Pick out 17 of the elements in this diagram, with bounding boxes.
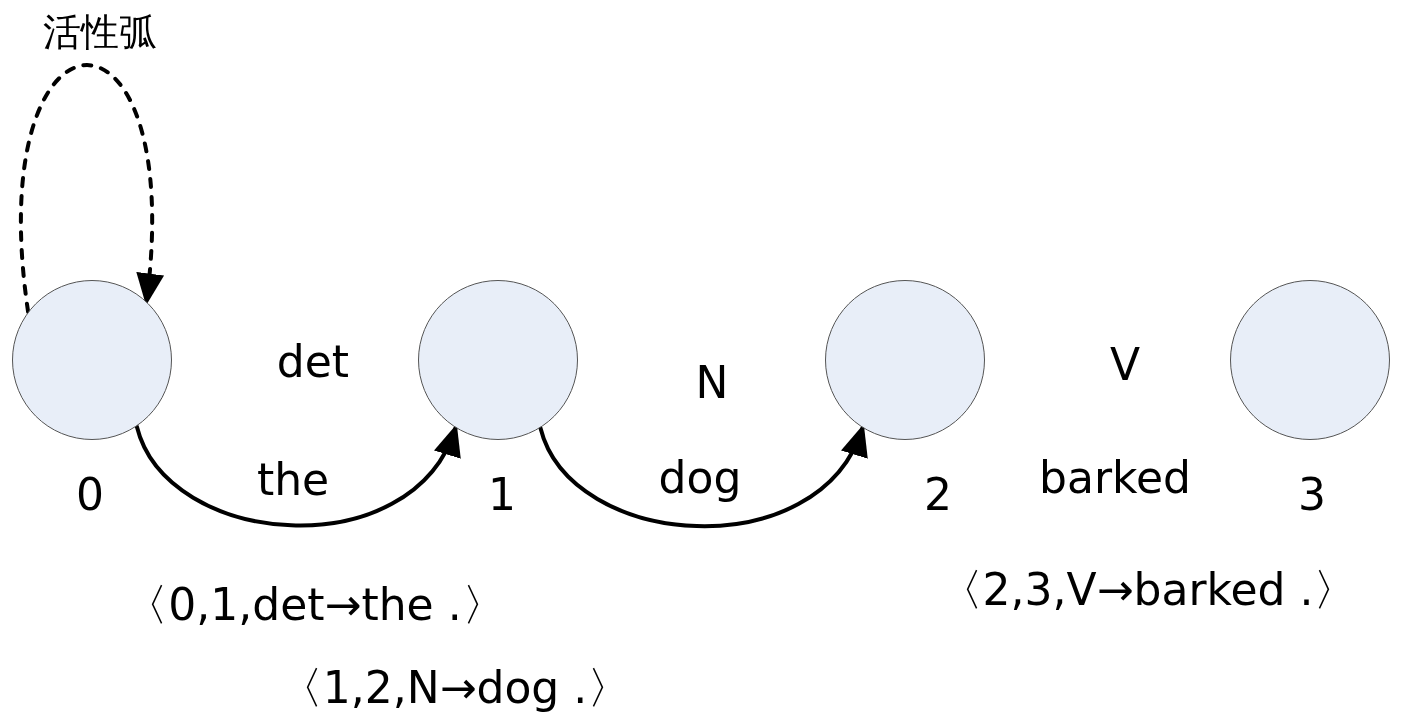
- arrow: [538, 424, 865, 529]
- arrow: [134, 424, 458, 528]
- word-label: the: [256, 458, 330, 502]
- edge-label: 活性弧: [43, 13, 157, 51]
- arc-tuple: 〈2,3,V→barked .〉: [938, 568, 1358, 612]
- node-number: 0: [76, 473, 104, 517]
- category-label: N: [695, 361, 729, 405]
- node-number: 2: [924, 473, 952, 517]
- category-label: V: [1109, 343, 1141, 387]
- word-label: dog: [658, 456, 742, 500]
- word-label: barked: [1039, 456, 1191, 500]
- arc-tuple: 〈1,2,N→dog .〉: [278, 666, 632, 710]
- category-label: det: [276, 340, 350, 384]
- dashed-arrow: [19, 63, 163, 314]
- node-number: 3: [1298, 473, 1326, 517]
- arc-tuple: 〈0,1,det→the .〉: [124, 583, 506, 627]
- node-number: 1: [488, 473, 516, 517]
